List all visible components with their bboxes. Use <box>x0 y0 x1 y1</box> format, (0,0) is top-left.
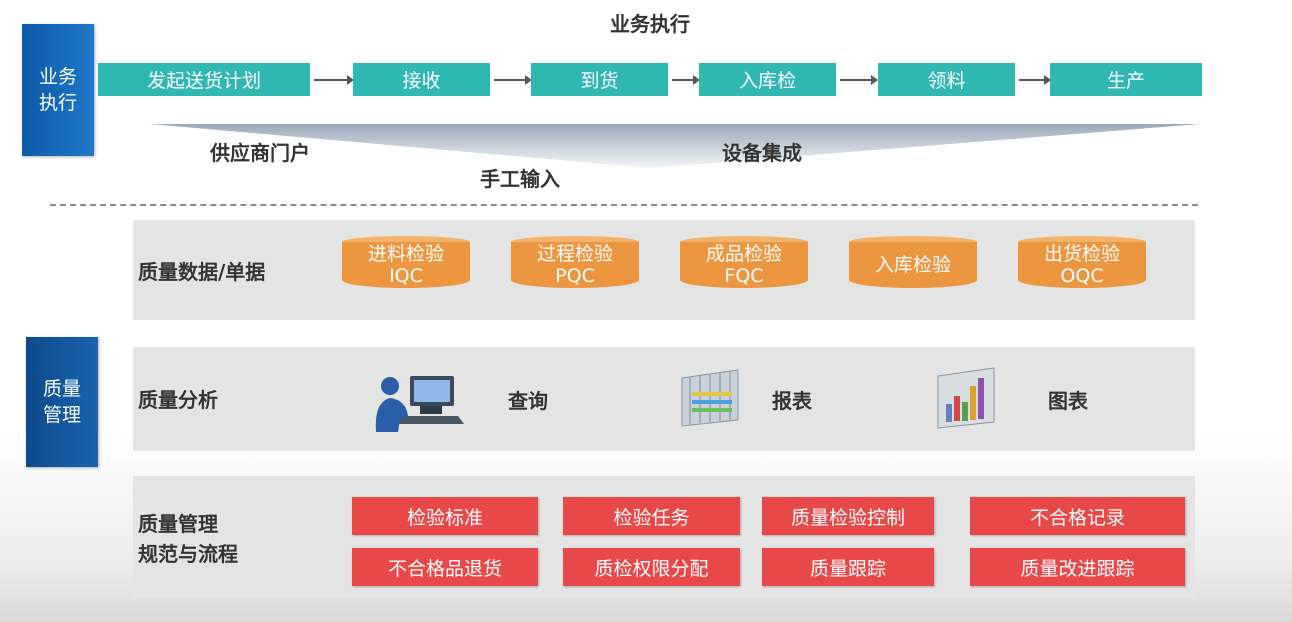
flow-step-6: 生产 <box>1050 63 1202 96</box>
band-quality-analysis <box>133 347 1195 451</box>
page-title: 业务执行 <box>610 12 690 36</box>
analysis-label-report: 报表 <box>772 389 812 413</box>
band-label-quality-data: 质量数据/单据 <box>138 260 266 284</box>
analysis-label-chart: 图表 <box>1048 389 1088 413</box>
band-label-process-line2: 规范与流程 <box>138 542 238 566</box>
process-item-quality-tracking: 质量跟踪 <box>762 548 934 586</box>
flow-step-4: 入库检 <box>699 63 836 96</box>
flow-step-1: 发起送货计划 <box>98 63 310 96</box>
flow-arrow-3 <box>672 75 700 85</box>
divider-dashed <box>50 204 1198 206</box>
bar-chart-icon <box>937 367 995 429</box>
funnel-shape <box>150 124 1200 168</box>
report-sheet-icon <box>681 369 739 427</box>
side-label-quality: 质量管理 <box>26 337 98 467</box>
process-item-nonconforming-return: 不合格品退货 <box>352 548 538 586</box>
funnel-label-device-integration: 设备集成 <box>722 141 802 165</box>
funnel-label-manual-input: 手工输入 <box>480 167 560 191</box>
process-item-improvement-tracking: 质量改进跟踪 <box>970 548 1185 586</box>
computer-user-icon <box>375 376 464 432</box>
band-label-process-line1: 质量管理 <box>138 512 218 536</box>
flow-step-2: 接收 <box>353 63 490 96</box>
flow-arrow-4 <box>840 75 878 85</box>
flow-arrow-2 <box>494 75 532 85</box>
cylinder-warehouse-inspection: 入库检验 <box>849 236 977 294</box>
analysis-label-query: 查询 <box>508 389 548 413</box>
process-item-inspection-task: 检验任务 <box>563 497 740 535</box>
process-item-permission-assignment: 质检权限分配 <box>563 548 740 586</box>
flow-step-5: 领料 <box>878 63 1015 96</box>
flow-step-3: 到货 <box>531 63 668 96</box>
flow-arrow-5 <box>1019 75 1051 85</box>
flow-arrow-1 <box>314 75 354 85</box>
side-label-business: 业务执行 <box>22 24 94 156</box>
process-item-nonconforming-record: 不合格记录 <box>970 497 1185 535</box>
band-label-quality-analysis: 质量分析 <box>138 388 218 412</box>
process-item-inspection-standard: 检验标准 <box>352 497 538 535</box>
process-item-quality-control: 质量检验控制 <box>762 497 934 535</box>
funnel-label-supplier-portal: 供应商门户 <box>210 141 310 165</box>
